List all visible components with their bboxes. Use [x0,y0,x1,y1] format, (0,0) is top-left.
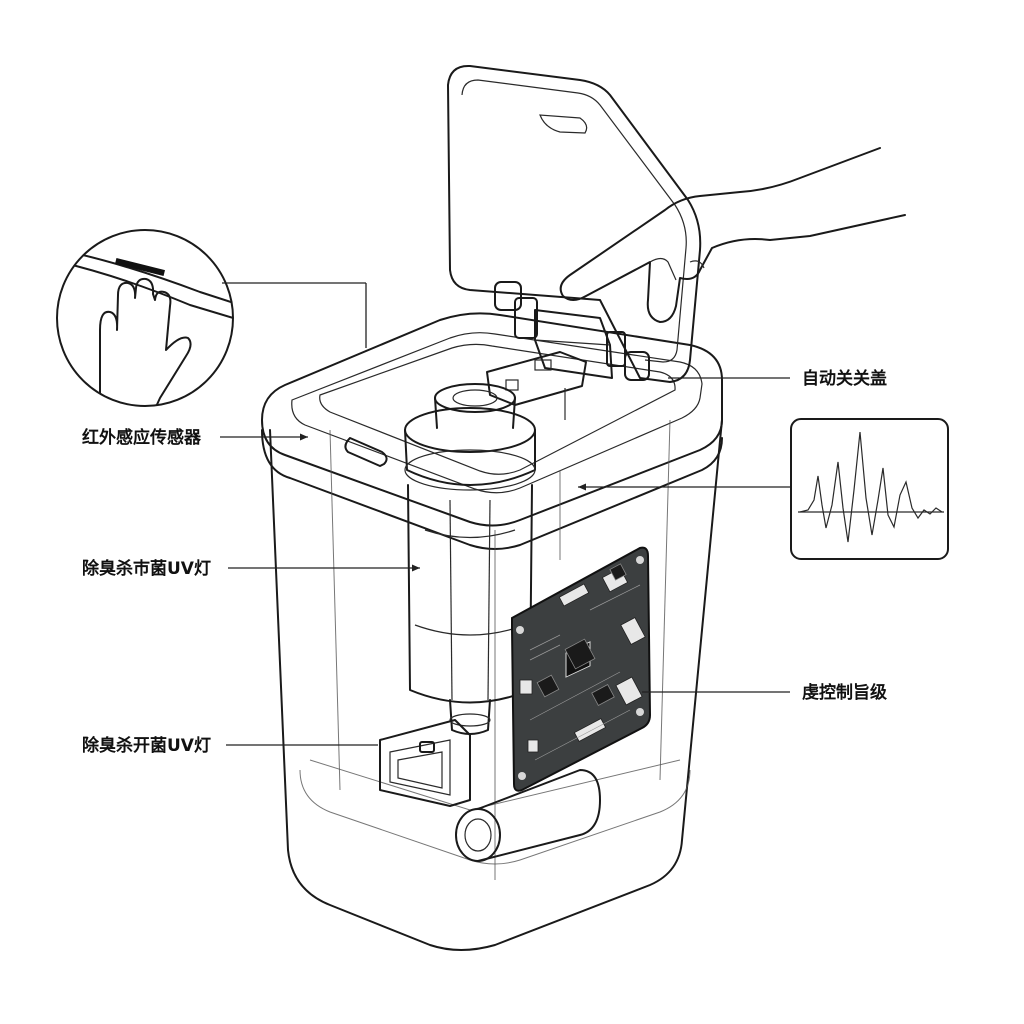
sensor-inset [56,229,367,407]
lower-uv-module [379,719,471,807]
hand [559,147,906,323]
bin-body [261,312,723,951]
label-uv-lamp-upper: 除臭杀巿菌UV灯 [82,558,211,579]
lid [447,64,702,383]
label-ir-sensor: 红外感应传感器 [82,427,202,448]
battery-cylinder [455,769,601,862]
waveform-panel [790,418,949,560]
leader-lines [220,377,790,746]
label-control-board: 虔控制旨级 [802,682,887,703]
label-auto-lid: 自动关关盖 [802,368,887,389]
control-board [510,546,652,792]
label-uv-lamp-lower: 除臭杀开菌UV灯 [82,735,211,756]
lid-sensor-module [486,297,626,420]
ir-sensor-window [344,437,388,467]
